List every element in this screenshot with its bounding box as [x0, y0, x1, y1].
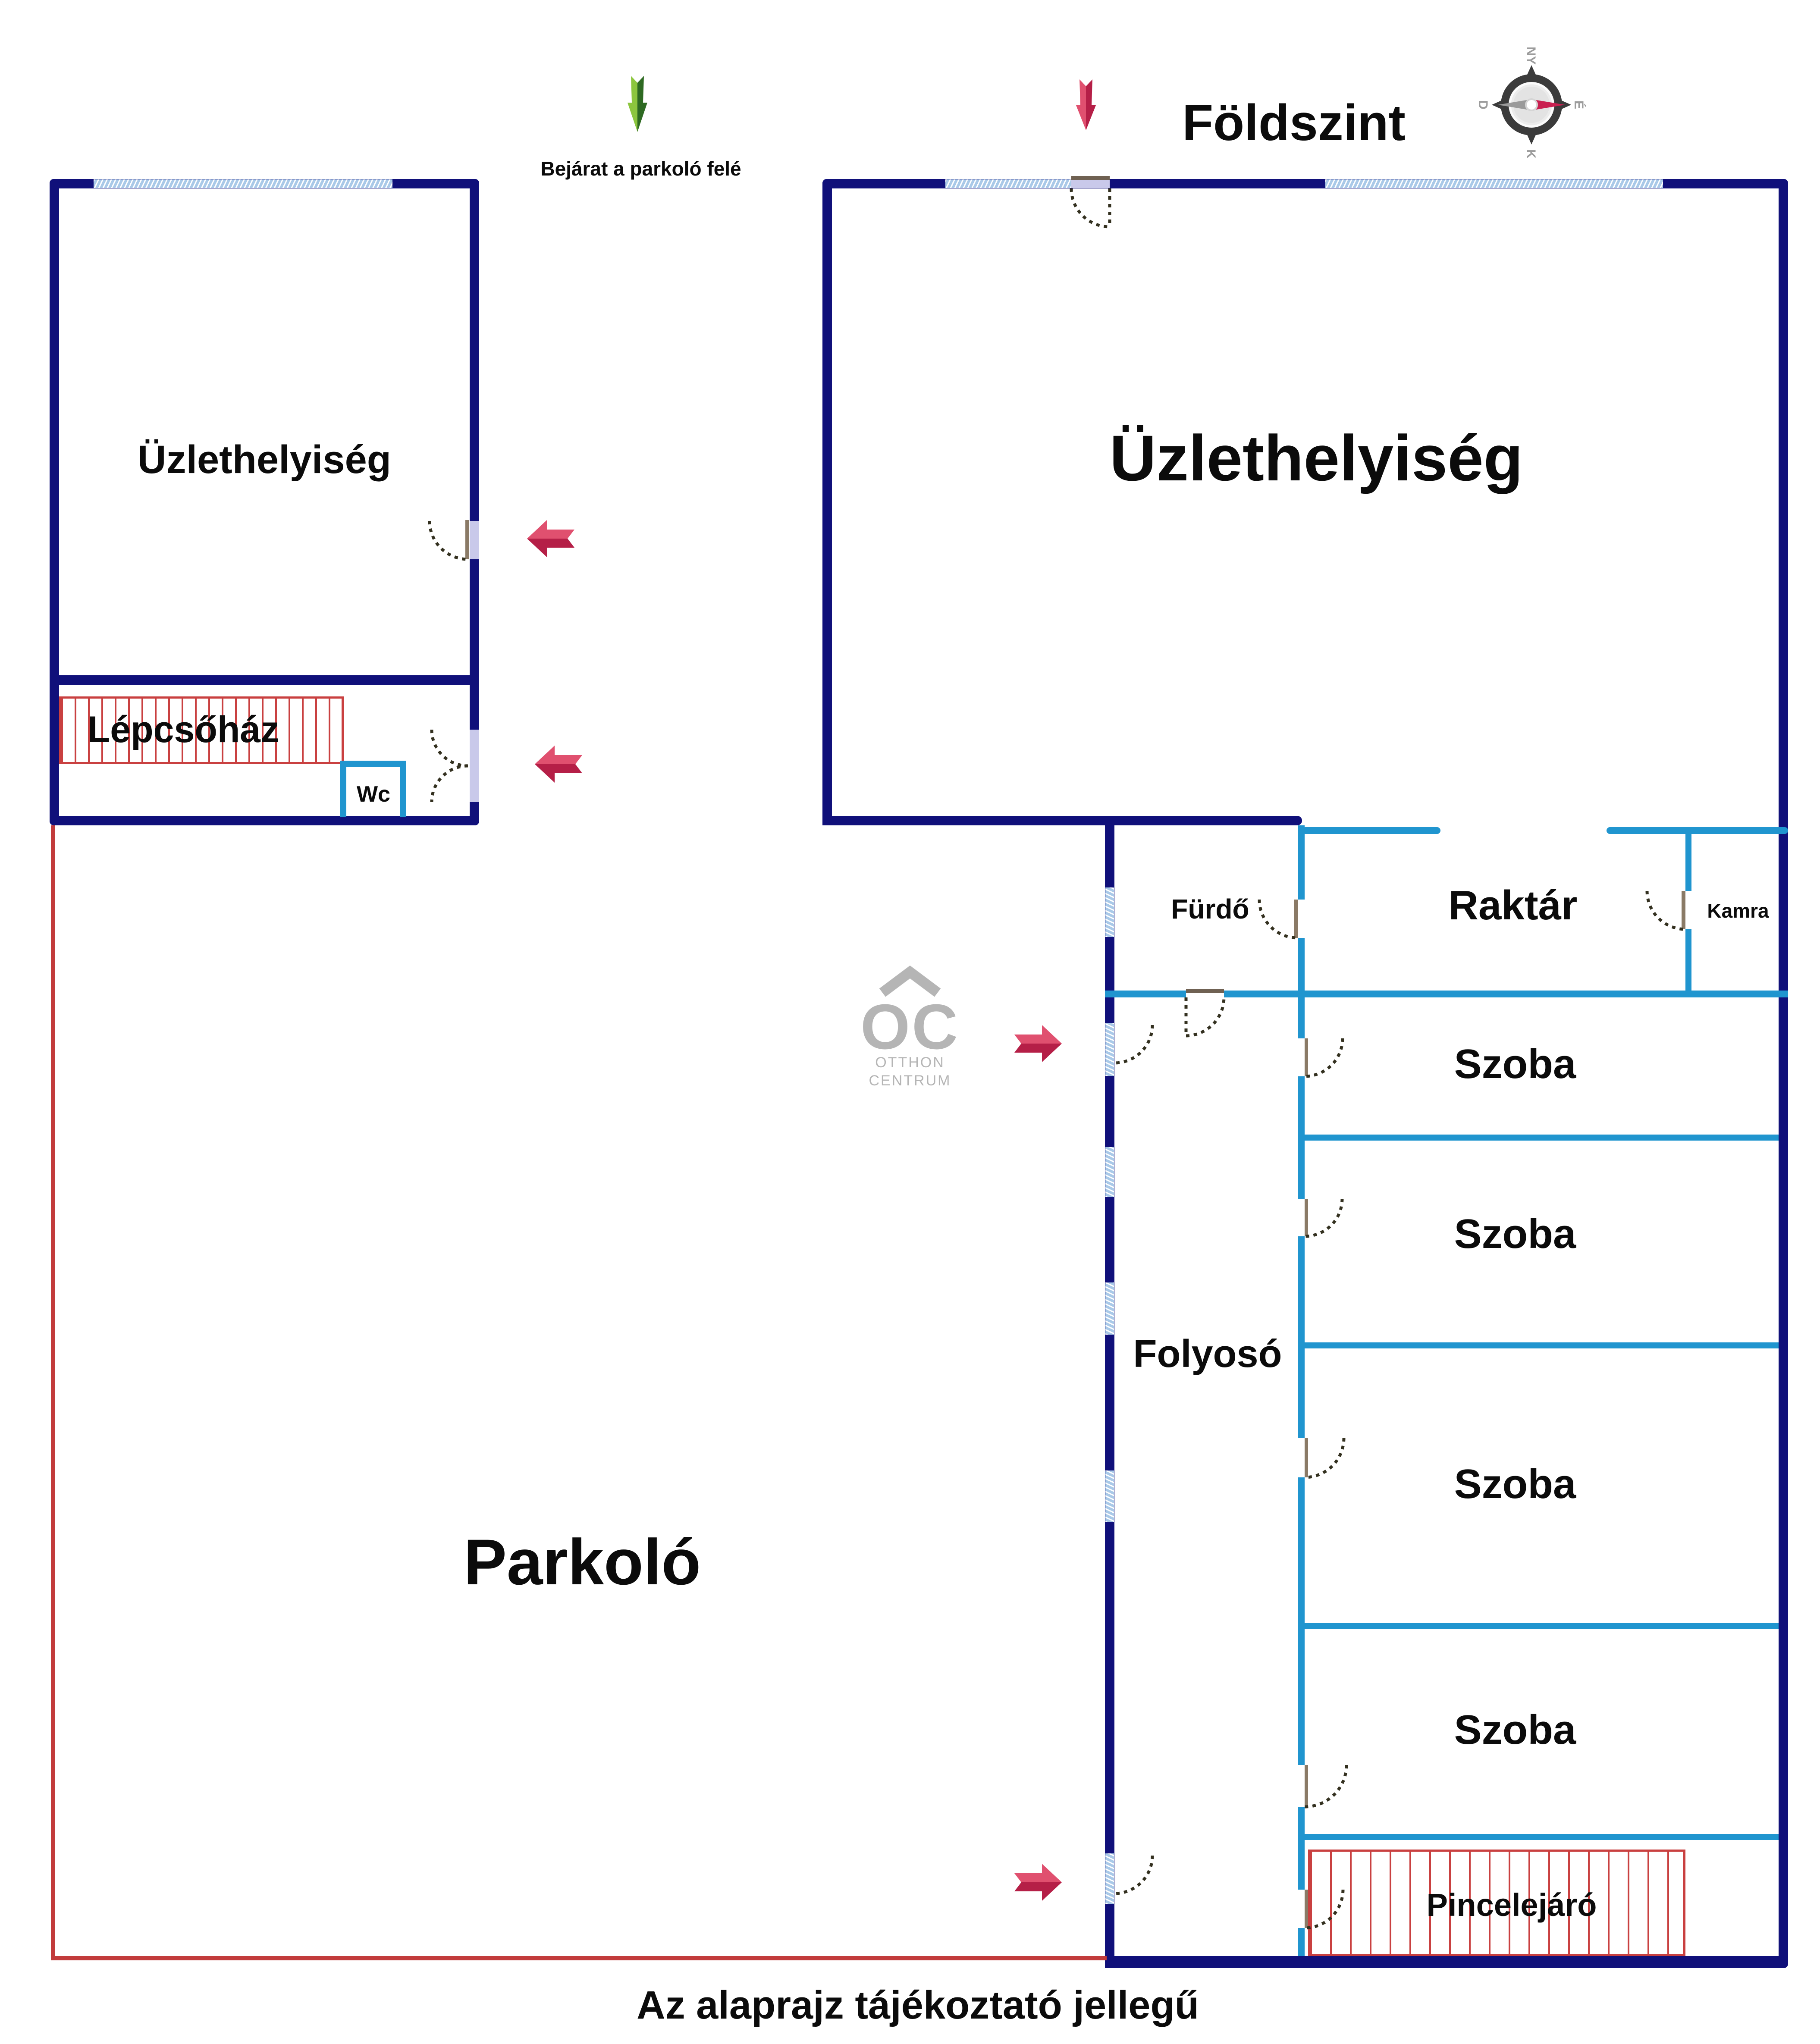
green-entrance-arrow-icon — [628, 76, 647, 132]
shop-left-door-arc — [428, 520, 468, 561]
room-label-shop-right: Üzlethelyiség — [1109, 422, 1523, 494]
page-title: Földszint — [1182, 94, 1406, 151]
corridor-window-2 — [1105, 1023, 1114, 1076]
room3-door-arc — [1304, 1438, 1346, 1479]
double-door-bottom-arc — [430, 764, 468, 803]
bathroom-door-arc — [1258, 899, 1298, 940]
room4-door-arc — [1304, 1765, 1348, 1809]
right-building-left-wall — [822, 179, 832, 825]
corridor-window-1 — [1105, 887, 1114, 937]
red-right-arrow-1-icon — [1014, 1025, 1062, 1062]
corridor-right-wall — [1298, 825, 1305, 1968]
compass-needle-south — [1498, 99, 1532, 110]
right-building-top-door-opening — [1071, 179, 1110, 188]
room-label-room1: Szoba — [1454, 1041, 1576, 1087]
red-left-arrow-1-icon — [527, 520, 574, 557]
storage-top-wall-2 — [1607, 827, 1788, 834]
right-building-top-window-2 — [1325, 179, 1663, 188]
corridor-window-4 — [1105, 1282, 1114, 1335]
compass-needle-north — [1531, 99, 1565, 110]
red-right-arrow-2-icon — [1014, 1864, 1062, 1901]
logo-line1: OTTHON — [875, 1054, 945, 1071]
right-building-top-window-1 — [945, 179, 1071, 188]
room-label-parking: Parkoló — [463, 1526, 701, 1598]
room-label-wc: Wc — [357, 782, 390, 807]
room3-room4-divider — [1305, 1623, 1779, 1629]
bathroom-corridor-door-arc — [1186, 997, 1226, 1038]
left-building-door-opening — [470, 521, 479, 559]
parking-boundary-bottom — [51, 1956, 1107, 1960]
left-building-top-window — [94, 179, 392, 188]
logo-monogram: OC — [860, 991, 960, 1063]
double-door-top-arc — [430, 729, 468, 768]
right-building-right-wall — [1779, 179, 1788, 1968]
left-building-bottom-wall — [50, 816, 479, 825]
room-label-storage: Raktár — [1448, 882, 1578, 928]
room-label-shop-left: Üzlethelyiség — [138, 438, 391, 482]
pantry-door-arc — [1645, 890, 1686, 931]
room-label-room2: Szoba — [1454, 1211, 1576, 1257]
wc-top-wall — [340, 761, 406, 767]
bathroom-bottom-wall — [1105, 991, 1788, 997]
room-label-pantry: Kamra — [1707, 900, 1769, 922]
wc-left-wall — [340, 761, 346, 817]
corridor-entry-top-arc — [1114, 1025, 1154, 1065]
door-openings — [1186, 891, 1691, 1928]
room-label-staircase: Lépcsőház — [87, 709, 279, 750]
compass-label-south: D — [1476, 100, 1490, 110]
room4-cellar-divider — [1305, 1834, 1779, 1840]
corridor-left-wall — [1105, 825, 1114, 1968]
compass-label-north: É — [1572, 100, 1586, 109]
room-label-cellar: Pincelejáró — [1426, 1887, 1597, 1923]
staircase-hatch — [59, 696, 344, 764]
left-building-left-wall — [50, 179, 59, 825]
left-building-right-wall — [470, 179, 479, 825]
compass-rose-icon: É K D NY — [1476, 47, 1586, 159]
room2-room3-divider — [1305, 1342, 1779, 1348]
door-arcs — [428, 188, 1686, 1930]
room-label-room4: Szoba — [1454, 1707, 1576, 1753]
entrance-note: Bejárat a parkoló felé — [540, 157, 741, 180]
cellar-door-arc — [1304, 1889, 1345, 1930]
red-left-arrow-2-icon — [535, 746, 582, 783]
room1-room2-divider — [1305, 1135, 1779, 1141]
arrows — [527, 76, 1096, 1901]
compass-label-east: K — [1524, 149, 1538, 159]
wc-right-wall — [400, 761, 406, 817]
room1-door-arc — [1304, 1038, 1344, 1078]
left-building-double-door-opening — [470, 730, 479, 802]
compass-label-west: NY — [1524, 47, 1538, 65]
parking-boundary-left — [51, 825, 55, 1960]
room-label-corridor: Folyosó — [1133, 1332, 1282, 1376]
cellar-stairs-hatch — [1308, 1850, 1685, 1956]
disclaimer-note: Az alaprajz tájékoztató jellegű — [637, 1983, 1199, 2027]
logo-line2: CENTRUM — [869, 1072, 951, 1089]
shop-right-entry-arc — [1070, 188, 1110, 229]
room-label-room3: Szoba — [1454, 1461, 1576, 1507]
logo-chevron-icon — [879, 966, 941, 997]
shop-right-bottom-wall — [822, 816, 1302, 825]
corridor-entry-bottom-arc — [1114, 1855, 1154, 1895]
corridor-window-5 — [1105, 1470, 1114, 1522]
corridor-window-3 — [1105, 1147, 1114, 1197]
bottom-wall — [1105, 1956, 1788, 1968]
corridor-window-6 — [1105, 1853, 1114, 1904]
storage-top-wall-1 — [1302, 827, 1440, 834]
red-down-arrow-icon — [1076, 79, 1096, 130]
room-label-bathroom: Fürdő — [1171, 893, 1249, 925]
room2-door-arc — [1304, 1198, 1344, 1238]
door-leaves — [465, 176, 1685, 1928]
left-building-divider-wall — [56, 675, 473, 685]
